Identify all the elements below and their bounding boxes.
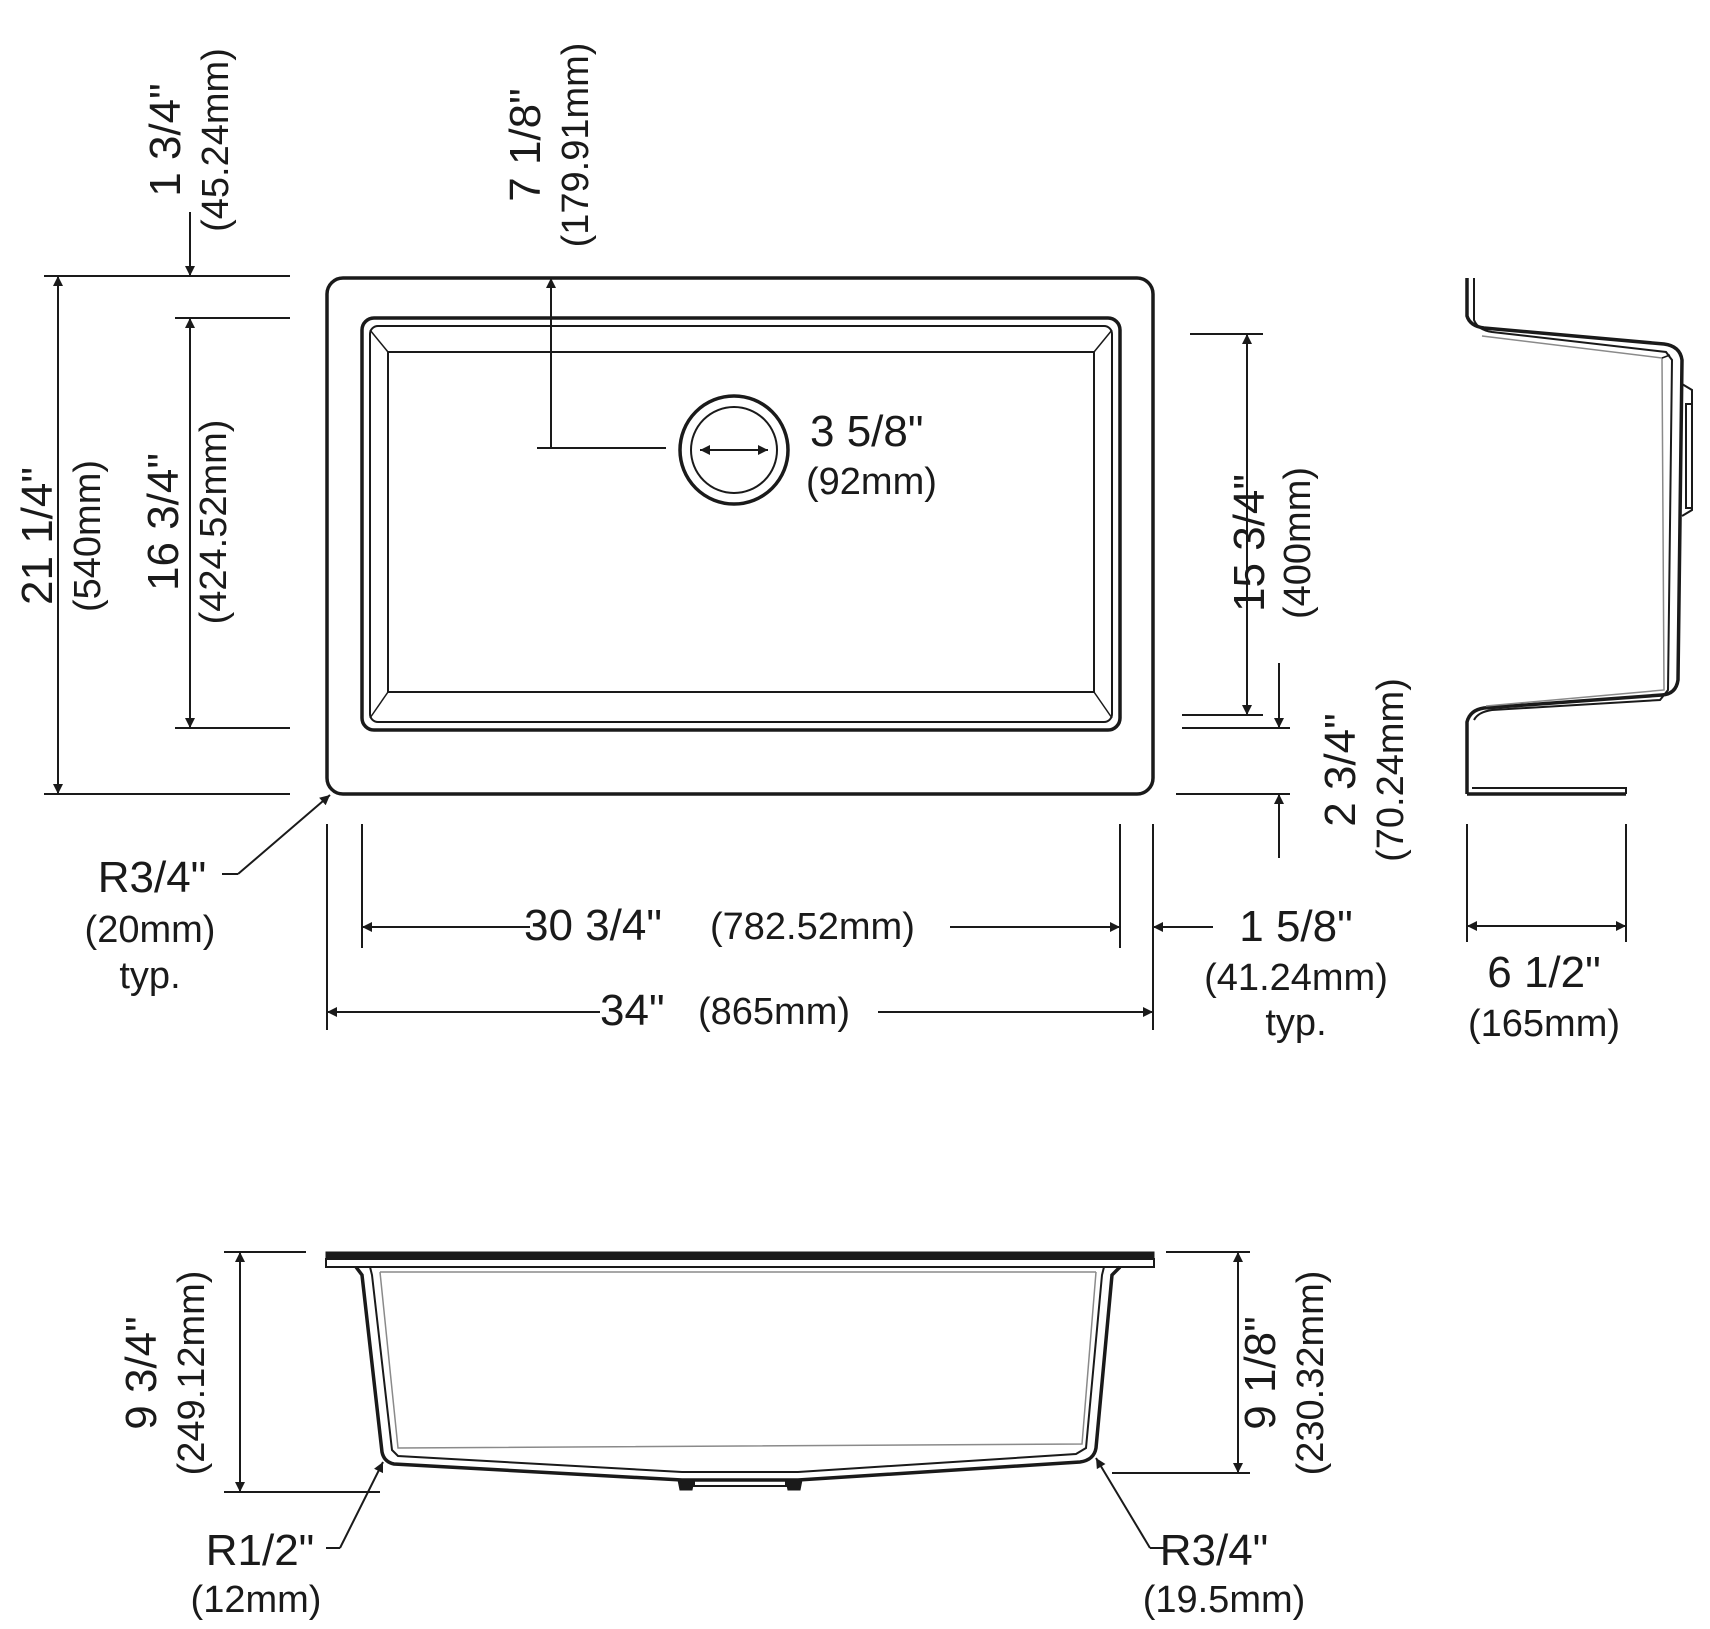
drain-offset-inch: 7 1/8" <box>501 88 550 201</box>
back-rim-inch: 1 3/4" <box>141 83 190 196</box>
front-view-labels: 9 3/4" (249.12mm) 9 1/8" (230.32mm) R1/2… <box>117 1271 1332 1621</box>
left-height-mm: (249.12mm) <box>171 1271 213 1476</box>
bowl-floor-outline <box>387 351 1095 693</box>
side-view-labels: 6 1/2" (165mm) <box>1468 948 1620 1045</box>
side-view <box>1465 278 1693 942</box>
side-rim-mm: (41.24mm) <box>1204 957 1388 999</box>
left-radius-inch: R1/2" <box>206 1526 315 1575</box>
back-rim-mm: (45.24mm) <box>195 48 237 232</box>
side-depth-mm: (165mm) <box>1468 1003 1620 1045</box>
overall-width-mm: (865mm) <box>698 991 850 1033</box>
overall-depth-mm: (540mm) <box>67 460 109 612</box>
side-rim-note: typ. <box>1265 1002 1326 1044</box>
overall-width-inch: 34" <box>600 986 665 1035</box>
floor-depth-mm: (400mm) <box>1277 467 1319 619</box>
corner-radius-note: typ. <box>119 955 180 997</box>
bowl-outline <box>360 316 1122 732</box>
corner-radius-inch: R3/4" <box>98 853 207 902</box>
right-height-inch: 9 1/8" <box>1236 1316 1285 1429</box>
bowl-depth-inch: 16 3/4" <box>139 453 188 591</box>
sink-outer-outline <box>325 276 1155 796</box>
overall-depth-inch: 21 1/4" <box>13 467 62 605</box>
floor-depth-inch: 15 3/4" <box>1225 474 1274 612</box>
bowl-width-inch: 30 3/4" <box>524 901 662 950</box>
right-height-mm: (230.32mm) <box>1290 1271 1332 1476</box>
front-view <box>224 1251 1250 1549</box>
bowl-width-mm: (782.52mm) <box>710 906 915 948</box>
plan-view-labels: 21 1/4" (540mm) 16 3/4" (424.52mm) 1 3/4… <box>13 43 1412 1044</box>
drain <box>678 394 790 506</box>
side-depth-inch: 6 1/2" <box>1487 948 1600 997</box>
left-height-inch: 9 3/4" <box>117 1316 166 1429</box>
front-rim-mm: (70.24mm) <box>1370 678 1412 862</box>
left-radius-mm: (12mm) <box>191 1579 322 1621</box>
drain-diameter-inch: 3 5/8" <box>810 407 923 456</box>
plan-view <box>44 212 1290 1030</box>
right-radius-mm: (19.5mm) <box>1143 1579 1306 1621</box>
drain-diameter-mm: (92mm) <box>806 461 937 503</box>
side-rim-inch: 1 5/8" <box>1239 902 1352 951</box>
right-radius-inch: R3/4" <box>1160 1526 1269 1575</box>
front-rim-inch: 2 3/4" <box>1316 713 1365 826</box>
bowl-inner-edge <box>369 325 1113 723</box>
bowl-depth-mm: (424.52mm) <box>193 420 235 625</box>
corner-radius-mm: (20mm) <box>85 909 216 951</box>
drain-offset-mm: (179.91mm) <box>555 43 597 248</box>
